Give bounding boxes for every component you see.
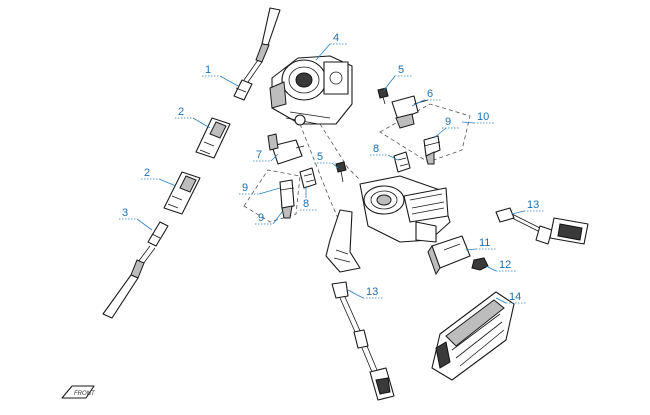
connector-tab-upper xyxy=(209,121,227,139)
callout-number: 4 xyxy=(333,32,339,44)
callout-4: 4 xyxy=(315,32,348,61)
cable-connector-part-2-upper xyxy=(195,117,231,159)
callout-9-right: 9 xyxy=(433,116,460,139)
callout-number: 12 xyxy=(499,259,511,271)
sensor-part-6 xyxy=(391,95,429,129)
sensor-part-13-lower xyxy=(331,281,395,401)
sensor-part-7 xyxy=(267,133,305,165)
callout-11: 11 xyxy=(465,237,496,251)
callout-number: 14 xyxy=(509,291,521,303)
callout-number: 8 xyxy=(373,143,379,155)
front-marker-label: FRONT xyxy=(74,391,96,397)
callout-13-lower: 13 xyxy=(347,286,383,299)
bolt-part-5-lower xyxy=(335,161,347,183)
callout-3: 3 xyxy=(119,207,153,231)
callout-number: 9 xyxy=(242,182,248,194)
bracket-frame-right xyxy=(379,103,471,163)
callout-1: 1 xyxy=(202,64,239,87)
front-direction-marker: FRONT xyxy=(61,385,96,399)
callout-8-right: 8 xyxy=(370,143,399,161)
callout-number: 3 xyxy=(122,207,128,219)
cable-upper-housing xyxy=(261,7,281,46)
cable-coupler-part-3 xyxy=(147,221,169,247)
ecu-part-14 xyxy=(431,291,515,381)
callout-9-left: 9 xyxy=(255,211,283,225)
callout-number: 1 xyxy=(205,64,211,76)
callout-5-lower: 5 xyxy=(314,151,339,169)
injector-part-9-right xyxy=(423,135,441,165)
clip-part-8-left xyxy=(299,167,317,189)
callouts: 1 2 2 3 4 5 xyxy=(119,32,544,304)
cable-upper-sleeve xyxy=(255,43,270,63)
module-part-11 xyxy=(427,235,471,276)
callout-7: 7 xyxy=(253,149,279,162)
cable-connector-part-2-lower xyxy=(163,171,201,215)
callout-2-lower: 2 xyxy=(141,167,177,187)
callout-number: 10 xyxy=(477,111,489,123)
callout-14: 14 xyxy=(495,291,526,304)
connector-tab-lower xyxy=(179,175,197,193)
callout-number: 11 xyxy=(479,237,490,249)
sensor-part-13-right xyxy=(495,207,589,245)
callout-number: 5 xyxy=(317,151,323,163)
callout-2-upper: 2 xyxy=(175,106,211,129)
callout-number: 6 xyxy=(427,88,433,100)
cable-boot-part-1 xyxy=(233,79,253,101)
callout-10-left: 9 xyxy=(239,182,281,195)
callout-number: 8 xyxy=(303,198,309,210)
callout-8-left: 8 xyxy=(300,186,318,211)
nut-part-12 xyxy=(471,257,489,271)
intake-manifold xyxy=(325,175,451,273)
bolt-part-5-upper xyxy=(377,87,389,105)
callout-10-right: 10 xyxy=(461,111,494,124)
callout-6: 6 xyxy=(411,88,442,107)
callout-number: 9 xyxy=(258,212,264,224)
injector-part-9-left xyxy=(279,179,295,219)
throttle-body-part-4 xyxy=(269,55,353,126)
callout-13-right: 13 xyxy=(511,199,544,215)
callout-number: 5 xyxy=(398,64,404,76)
callout-12: 12 xyxy=(485,259,516,272)
callout-number: 7 xyxy=(256,149,262,161)
throttle-cable-assembly xyxy=(102,7,281,319)
clip-part-8-right xyxy=(393,151,411,173)
callout-number: 9 xyxy=(445,116,451,128)
linkage-outline xyxy=(299,123,361,233)
bracket-frame-left xyxy=(243,169,301,223)
callout-number: 2 xyxy=(178,106,184,118)
callout-number: 2 xyxy=(144,167,150,179)
callout-number: 13 xyxy=(527,199,539,211)
callout-5-upper: 5 xyxy=(383,64,413,91)
callout-number: 13 xyxy=(366,286,378,298)
cable-lower-housing xyxy=(102,274,139,319)
